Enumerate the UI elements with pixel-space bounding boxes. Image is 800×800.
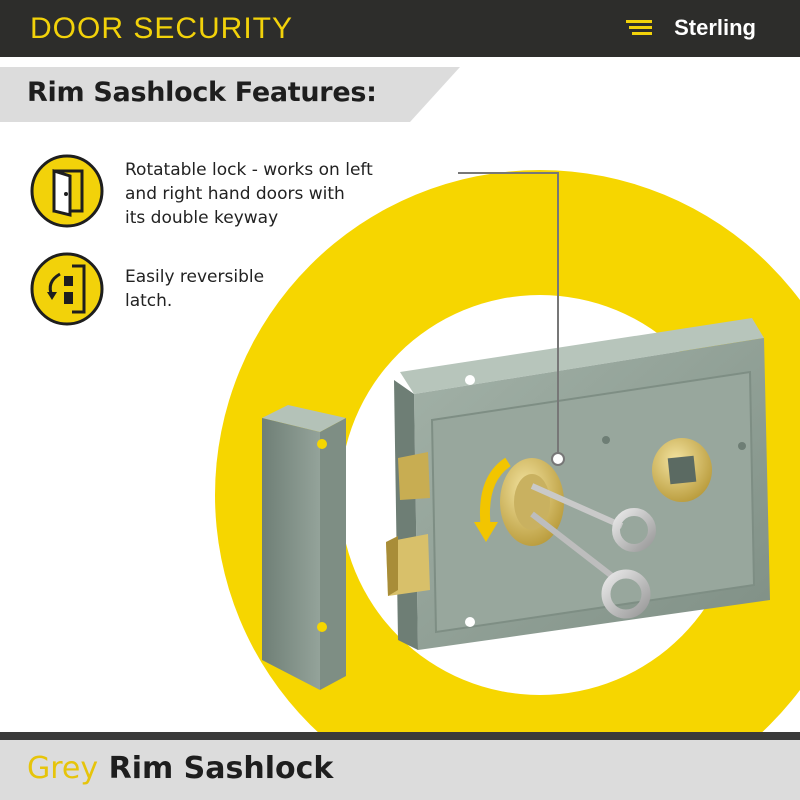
product-name: Grey Rim Sashlock bbox=[27, 752, 333, 786]
feature-1-text: Rotatable lock - works on left and right… bbox=[125, 158, 373, 230]
brand-name: Sterling bbox=[674, 15, 756, 40]
section-title: Rim Sashlock Features: bbox=[27, 77, 377, 108]
category-label: DOOR SECURITY bbox=[30, 12, 294, 45]
feature-1-line-2: and right hand doors with bbox=[125, 184, 345, 204]
lock-body bbox=[386, 318, 770, 650]
callout-line bbox=[458, 172, 565, 466]
feature-2-line-1: Easily reversible bbox=[125, 267, 265, 287]
feature-1-line-1: Rotatable lock - works on left bbox=[125, 160, 373, 180]
title-background bbox=[0, 67, 460, 122]
header-bar: DOOR SECURITY Sterling bbox=[0, 0, 800, 57]
feature-2-line-2: latch. bbox=[125, 291, 173, 311]
bottom-divider bbox=[0, 732, 800, 740]
door-icon bbox=[30, 154, 104, 228]
product-name-bar bbox=[0, 740, 800, 800]
feature-2-text: Easily reversible latch. bbox=[125, 265, 264, 313]
keys bbox=[530, 483, 656, 619]
product-color: Grey bbox=[27, 751, 99, 786]
feature-1-line-3: its double keyway bbox=[125, 208, 279, 228]
product-title: Rim Sashlock bbox=[108, 751, 334, 786]
lock-keeper bbox=[262, 405, 346, 690]
reversible-latch-icon bbox=[30, 252, 104, 326]
sterling-logo-icon bbox=[626, 20, 652, 35]
section-title-bar: Rim Sashlock Features: bbox=[0, 67, 460, 122]
